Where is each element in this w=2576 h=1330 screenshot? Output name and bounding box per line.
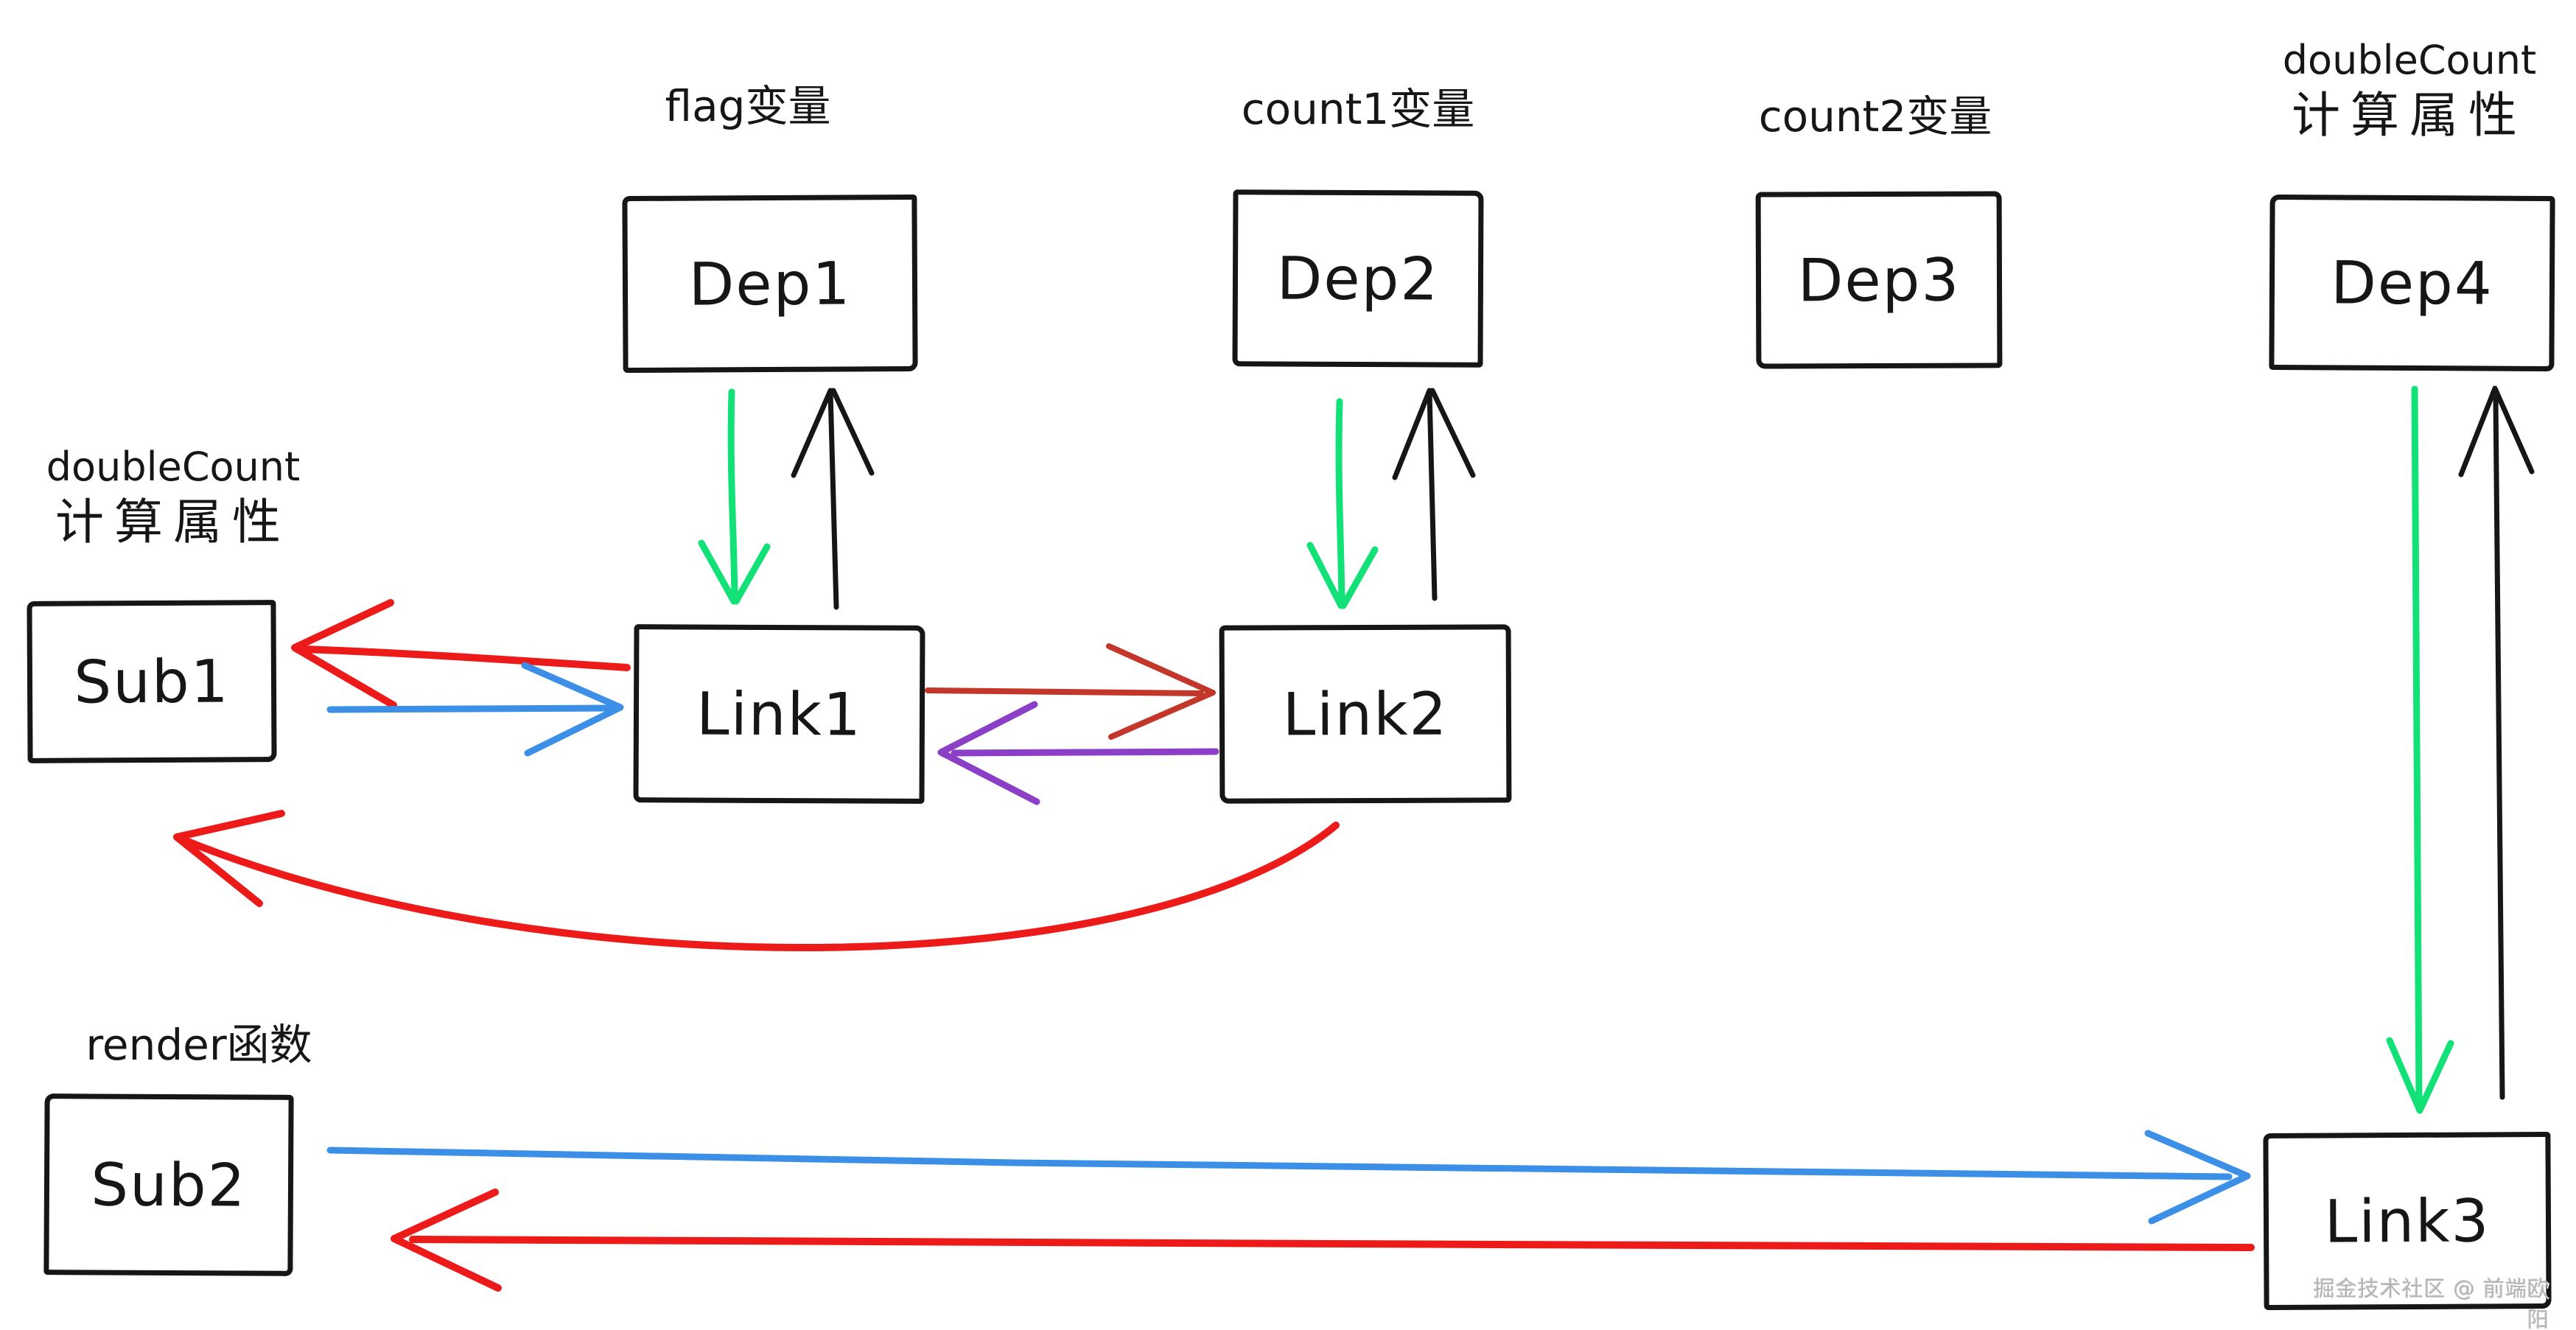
node-dep4: Dep4 xyxy=(2269,194,2555,372)
node-sub1-label: Sub1 xyxy=(74,646,230,717)
node-dep1-label: Dep1 xyxy=(688,248,852,319)
watermark-text: 掘金技术社区 @ 前端欧阳 xyxy=(2313,1276,2549,1330)
caption-doublecount-right-line1: doubleCount xyxy=(2282,37,2537,83)
caption-doublecount-left-line2: 计算属性 xyxy=(55,493,291,550)
caption-count1-variable-text: count1变量 xyxy=(1241,84,1475,134)
caption-count1-variable: count1变量 xyxy=(1211,83,1505,136)
node-sub2-label: Sub2 xyxy=(91,1149,247,1220)
arrow-link1-to-dep1 xyxy=(791,388,875,610)
caption-count2-variable: count2变量 xyxy=(1728,90,2023,144)
node-sub1: Sub1 xyxy=(27,600,277,763)
caption-doublecount-computed-left: doubleCount 计算属性 xyxy=(26,442,321,553)
node-link2: Link2 xyxy=(1219,624,1512,804)
node-dep4-label: Dep4 xyxy=(2331,248,2493,318)
node-link1: Link1 xyxy=(633,624,925,804)
arrow-link1-to-sub1 xyxy=(291,599,631,709)
caption-doublecount-computed-right: doubleCount 计算属性 xyxy=(2262,35,2557,146)
caption-count2-variable-text: count2变量 xyxy=(1758,91,1992,141)
caption-doublecount-right-line2: 计算属性 xyxy=(2292,86,2527,144)
arrow-link3-to-sub2 xyxy=(391,1189,2255,1292)
node-link1-label: Link1 xyxy=(696,679,863,749)
node-dep1: Dep1 xyxy=(622,194,918,374)
caption-flag-variable: flag变量 xyxy=(601,80,895,133)
arrow-sub1-to-link1 xyxy=(326,662,624,757)
caption-doublecount-left-line1: doubleCount xyxy=(46,444,301,490)
arrow-dep1-to-link1 xyxy=(698,388,771,605)
node-dep2: Dep2 xyxy=(1232,189,1484,368)
node-link2-label: Link2 xyxy=(1282,679,1449,749)
node-link3-label: Link3 xyxy=(2324,1186,2491,1256)
arrow-link2-to-dep2 xyxy=(1392,388,1476,601)
caption-flag-variable-text: flag变量 xyxy=(665,81,831,131)
arrow-link2-to-sub1-curve xyxy=(173,810,1340,951)
caption-render-function: render函数 xyxy=(41,1018,357,1072)
node-sub2: Sub2 xyxy=(43,1093,294,1276)
arrow-dep2-to-link2 xyxy=(1306,398,1379,609)
caption-render-function-text: render函数 xyxy=(85,1020,312,1070)
arrow-link3-to-dep4 xyxy=(2458,385,2535,1100)
node-dep2-label: Dep2 xyxy=(1276,244,1440,313)
node-dep3: Dep3 xyxy=(1755,191,2003,369)
node-dep3-label: Dep3 xyxy=(1797,245,1961,315)
arrow-sub2-to-link3 xyxy=(326,1130,2251,1225)
arrow-dep4-to-link3 xyxy=(2386,385,2454,1114)
arrow-link2-to-link1 xyxy=(937,701,1219,805)
watermark: 掘金技术社区 @ 前端欧阳 xyxy=(2306,1272,2549,1330)
arrow-link1-to-link2 xyxy=(925,643,1216,740)
